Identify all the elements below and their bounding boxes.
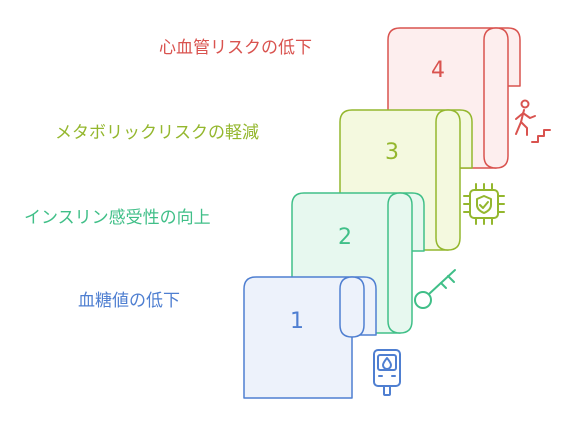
- key-icon: [414, 269, 456, 309]
- chip-shield-icon: [463, 183, 505, 225]
- step-1-scroll: 1: [243, 276, 377, 399]
- glucose-meter-icon: [373, 349, 401, 396]
- step-1-label: 血糖値の低下: [78, 291, 180, 311]
- step-4-number: 4: [431, 58, 445, 83]
- step-2-number: 2: [338, 225, 352, 250]
- step-3-number: 3: [385, 140, 399, 165]
- step-4-label: 心血管リスクの低下: [159, 38, 312, 58]
- step-2-label: インスリン感受性の向上: [24, 208, 211, 228]
- step-1-number: 1: [290, 309, 304, 334]
- stairs-walker-icon: [515, 99, 551, 143]
- step-3-label: メタボリックリスクの軽減: [55, 123, 259, 143]
